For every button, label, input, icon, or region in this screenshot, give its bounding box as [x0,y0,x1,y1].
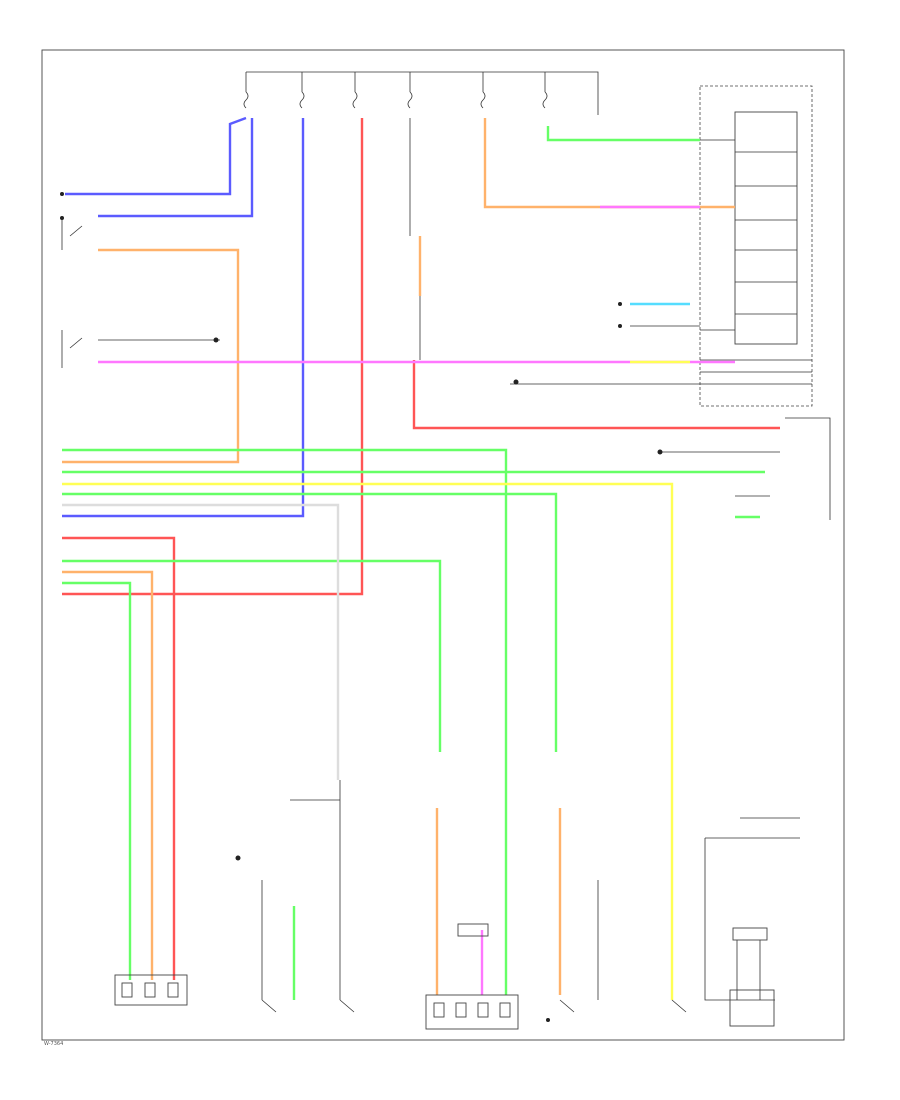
fuse-symbols [243,91,548,109]
switch-left-lower [61,330,83,368]
connector-bottom-left [114,974,188,1006]
wire-blue-1 [60,116,247,196]
sensor-stack-right [732,927,768,941]
wire-red-2 [412,360,780,430]
wire-orange-2 [483,118,735,209]
wire-green-1 [546,126,700,142]
wire-yellow-1 [62,482,674,1000]
wire-red-3 [62,536,176,980]
wire-orange-4 [62,570,154,980]
switch-bottom-a [261,999,277,1013]
wire-green-6 [62,581,132,980]
wire-green-2 [62,448,508,995]
wire-red-1 [62,118,364,596]
switch-left-upper [60,216,83,250]
wire-orange-1 [62,248,240,464]
right-control-module [699,85,813,407]
connector-bottom-middle [425,994,519,1030]
steering-sensor-box [785,417,831,520]
top-fuse-bus [245,71,599,115]
wire-white-1 [62,503,340,780]
connector-bottom-right [729,989,775,1027]
wire-blue-2 [98,118,254,218]
switch-bottom-d [671,999,687,1013]
diagram-frame [41,49,845,1041]
switch-bottom-c [559,999,575,1013]
wire-green-4 [62,492,558,752]
terminal-dots [213,302,663,1022]
switch-bottom-b [339,999,355,1013]
wire-blue-3 [62,118,305,518]
footer-code: W-7364 [44,1041,63,1047]
sensor-stack-middle [457,923,489,937]
wire-green-5 [62,559,442,752]
